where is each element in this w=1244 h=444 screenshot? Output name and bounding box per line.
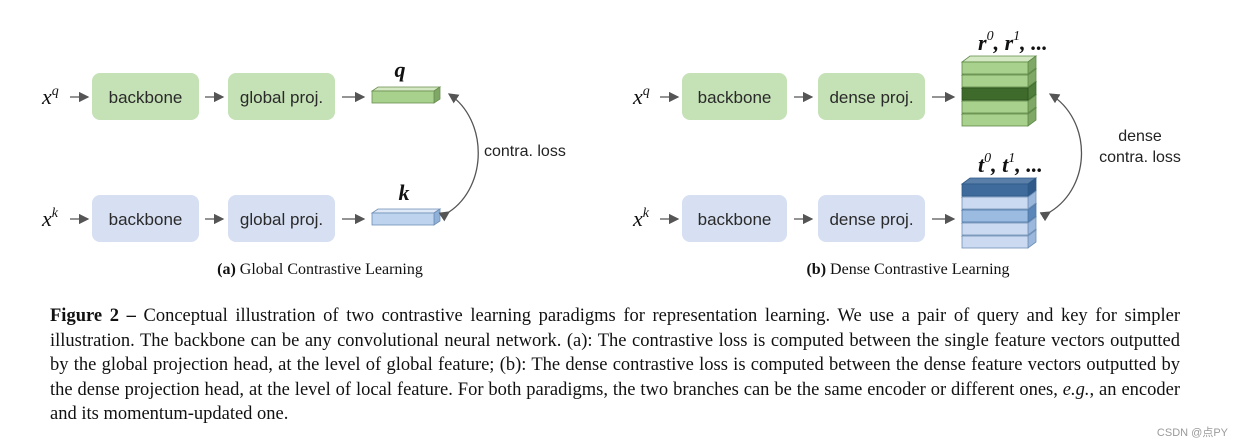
dense-proj-label-b-bottom: dense proj. — [829, 210, 913, 229]
k-label: k — [399, 180, 410, 205]
backbone-box-a-top — [92, 73, 199, 120]
figure-caption-eg: e.g. — [1062, 379, 1090, 400]
figure-caption-text-end: , an encoder and its momentum-updated on… — [50, 379, 1180, 425]
global-proj-box-a-top — [228, 73, 335, 120]
dense-proj-label-b-top: dense proj. — [829, 88, 913, 107]
figure-diagram: xq backbone global proj. q xk backbone g… — [41, 29, 1181, 278]
backbone-box-a-bottom — [92, 195, 199, 242]
dense-loss-label-line1: dense — [1118, 128, 1162, 145]
input-xq-b: xq — [632, 84, 650, 109]
dense-proj-box-b-top — [818, 73, 925, 120]
contra-loss-arrow-a — [438, 93, 479, 222]
input-xk-a: xk — [41, 206, 59, 231]
backbone-label-b-top: backbone — [698, 88, 772, 107]
contra-loss-label-a: contra. loss — [484, 143, 566, 160]
panel-a: xq backbone global proj. q xk backbone g… — [41, 57, 566, 278]
figure-caption-text: Conceptual illustration of two contrasti… — [50, 306, 1180, 400]
r-label: r0, r1, ... — [978, 29, 1048, 55]
figure-caption-label: Figure 2 – — [50, 306, 136, 326]
backbone-label-a-bottom: backbone — [109, 210, 183, 229]
backbone-box-b-bottom — [682, 195, 787, 242]
subcaption-b: (b) Dense Contrastive Learning — [806, 261, 1009, 278]
subcaption-a: (a) Global Contrastive Learning — [217, 261, 423, 278]
input-xq-a: xq — [41, 84, 59, 109]
dense-loss-label-line2: contra. loss — [1099, 149, 1181, 166]
global-proj-box-a-bottom — [228, 195, 335, 242]
panel-b: xq backbone dense proj. — [632, 29, 1181, 278]
backbone-label-a-top: backbone — [109, 88, 183, 107]
k-vector — [370, 208, 442, 226]
backbone-label-b-bottom: backbone — [698, 210, 772, 229]
r-vector-stack — [960, 55, 1038, 127]
dense-proj-box-b-bottom — [818, 195, 925, 242]
watermark: CSDN @点PY — [1156, 427, 1228, 439]
t-vector-stack — [960, 177, 1038, 249]
global-proj-label-a-top: global proj. — [240, 88, 323, 107]
t-label: t0, t1, ... — [978, 151, 1043, 177]
q-label: q — [395, 57, 406, 82]
global-proj-label-a-bottom: global proj. — [240, 210, 323, 229]
input-xk-b: xk — [632, 206, 650, 231]
contra-loss-arrow-b — [1039, 93, 1082, 222]
q-vector — [370, 86, 442, 104]
backbone-box-b-top — [682, 73, 787, 120]
figure-caption: Figure 2 – Conceptual illustration of tw… — [50, 304, 1180, 427]
